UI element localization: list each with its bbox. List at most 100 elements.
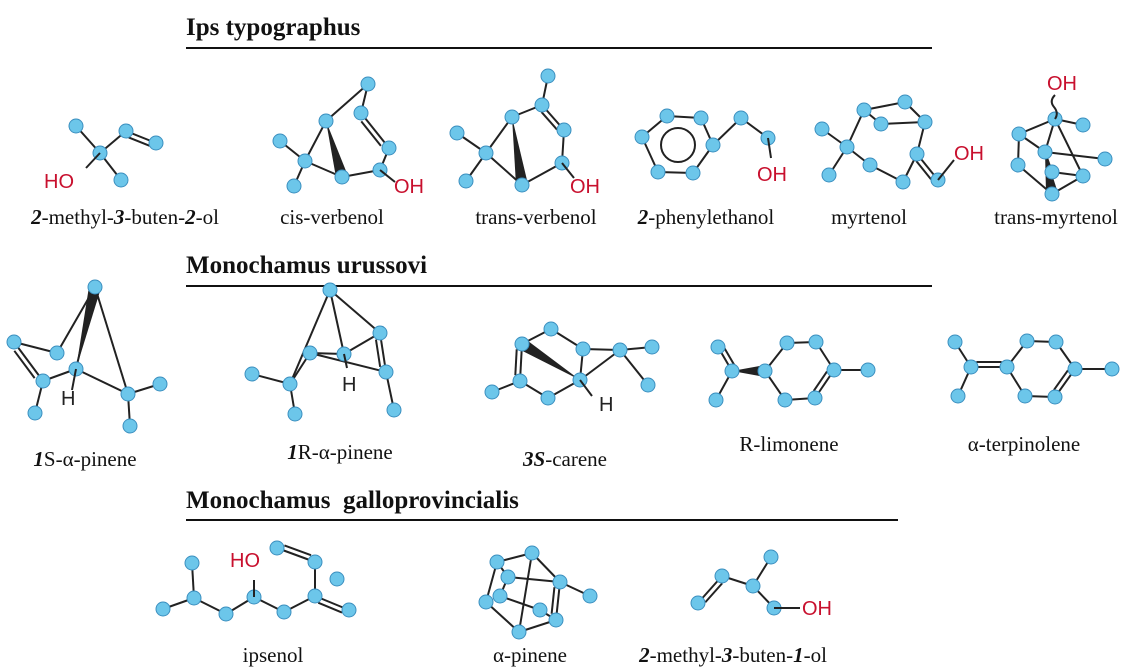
- double-bond: [812, 370, 828, 392]
- carbon-atom: [1010, 157, 1026, 173]
- bond: [325, 83, 369, 122]
- bond: [767, 137, 772, 159]
- carbon-atom: [693, 110, 709, 126]
- carbon-atom: [909, 146, 925, 162]
- carbon-atom: [895, 174, 911, 190]
- bond: [75, 368, 129, 395]
- bond: [507, 576, 561, 583]
- carbon-atom: [1011, 126, 1027, 142]
- hydroxyl-label: OH: [757, 164, 787, 186]
- carbon-atom: [862, 157, 878, 173]
- carbon-atom: [634, 129, 650, 145]
- carbon-atom: [269, 540, 285, 556]
- bond: [561, 162, 575, 179]
- carbon-atom: [644, 339, 660, 355]
- carbon-atom: [307, 588, 323, 604]
- compound-label-cis-verbenol: cis-verbenol: [280, 205, 384, 230]
- label-part: trans-verbenol: [475, 205, 597, 229]
- bond: [289, 289, 331, 385]
- carbon-atom: [1017, 388, 1033, 404]
- label-part: -methyl-: [649, 643, 722, 667]
- carbon-atom: [1075, 168, 1091, 184]
- compound-label-2-phenylethanol: 2-phenylethanol: [638, 205, 774, 230]
- carbon-atom: [1097, 151, 1113, 167]
- double-bond: [13, 350, 36, 379]
- carbon-atom: [514, 336, 530, 352]
- carbon-atom: [947, 334, 963, 350]
- carbon-atom: [504, 109, 520, 125]
- carbon-atom: [155, 601, 171, 617]
- compound-label-trans-verbenol: trans-verbenol: [475, 205, 596, 230]
- carbon-atom: [763, 549, 779, 565]
- carbon-atom: [492, 588, 508, 604]
- hydroxyl-label: HO: [230, 550, 260, 572]
- carbon-atom: [1044, 164, 1060, 180]
- carbon-atom: [826, 362, 842, 378]
- label-part: 1: [33, 447, 44, 471]
- carbon-atom: [484, 384, 500, 400]
- compound-label-alpha-terpinolene: α-terpinolene: [968, 432, 1080, 457]
- compound-label-2-methyl-3-buten-2-ol: 2-methyl-3-buten-2-ol: [31, 205, 219, 230]
- carbon-atom: [489, 554, 505, 570]
- carbon-atom: [35, 373, 51, 389]
- carbon-atom: [690, 595, 706, 611]
- carbon-atom: [511, 624, 527, 640]
- section-title-monochamus-urussovi: Monochamus urussovi: [186, 252, 428, 279]
- carbon-atom: [329, 571, 345, 587]
- carbon-atom: [287, 406, 303, 422]
- double-bond: [723, 347, 736, 366]
- section-rule-ips-typographus: [186, 47, 932, 49]
- bond: [71, 368, 77, 391]
- section-title-monochamus-galloprovincialis: Monochamus galloprovincialis: [186, 487, 519, 514]
- carbon-atom: [478, 145, 494, 161]
- hydroxyl-label: OH: [954, 143, 984, 165]
- compound-label-trans-myrtenol: trans-myrtenol: [994, 205, 1118, 230]
- compound-label-2-methyl-3-buten-1-ol: 2-methyl-3-buten-1-ol: [639, 643, 827, 668]
- hydroxyl-label: OH: [394, 176, 424, 198]
- carbon-atom: [873, 116, 889, 132]
- carbon-atom: [757, 363, 773, 379]
- carbon-atom: [276, 604, 292, 620]
- carbon-atom: [118, 123, 134, 139]
- carbon-atom: [1075, 117, 1091, 133]
- carbon-atom: [612, 342, 628, 358]
- hydroxyl-label: HO: [44, 171, 74, 193]
- wedge-bond: [76, 285, 101, 369]
- double-bond: [704, 582, 723, 603]
- carbon-atom: [714, 568, 730, 584]
- carbon-atom: [724, 363, 740, 379]
- carbon-atom: [1044, 186, 1060, 202]
- compound-label-1r-alpha-pinene: 1R-α-pinene: [287, 440, 392, 465]
- carbon-atom: [87, 279, 103, 295]
- carbon-atom: [1104, 361, 1120, 377]
- label-part: -ol: [803, 643, 827, 667]
- wedge-bond: [732, 365, 765, 377]
- carbon-atom: [963, 359, 979, 375]
- carbon-atom: [381, 140, 397, 156]
- double-bond: [540, 111, 558, 131]
- bond: [521, 162, 563, 186]
- carbon-atom: [272, 133, 288, 149]
- carbon-atom: [1019, 333, 1035, 349]
- label-part: cis-verbenol: [280, 205, 384, 229]
- carbon-atom: [524, 545, 540, 561]
- carbon-atom: [184, 555, 200, 571]
- wedge-bond: [326, 121, 348, 179]
- carbon-atom: [6, 334, 22, 350]
- compound-label-myrtenol: myrtenol: [831, 205, 907, 230]
- carbon-atom: [540, 390, 556, 406]
- carbon-atom: [27, 405, 43, 421]
- bond: [304, 120, 327, 162]
- carbon-atom: [386, 402, 402, 418]
- label-part: 2: [185, 205, 196, 229]
- carbon-atom: [1048, 334, 1064, 350]
- bond: [1054, 118, 1084, 177]
- carbon-atom: [286, 178, 302, 194]
- label-part: trans-myrtenol: [994, 205, 1118, 229]
- carbon-atom: [152, 376, 168, 392]
- bond: [579, 349, 621, 381]
- carbon-atom: [821, 167, 837, 183]
- carbon-atom: [282, 376, 298, 392]
- carbon-atom: [777, 392, 793, 408]
